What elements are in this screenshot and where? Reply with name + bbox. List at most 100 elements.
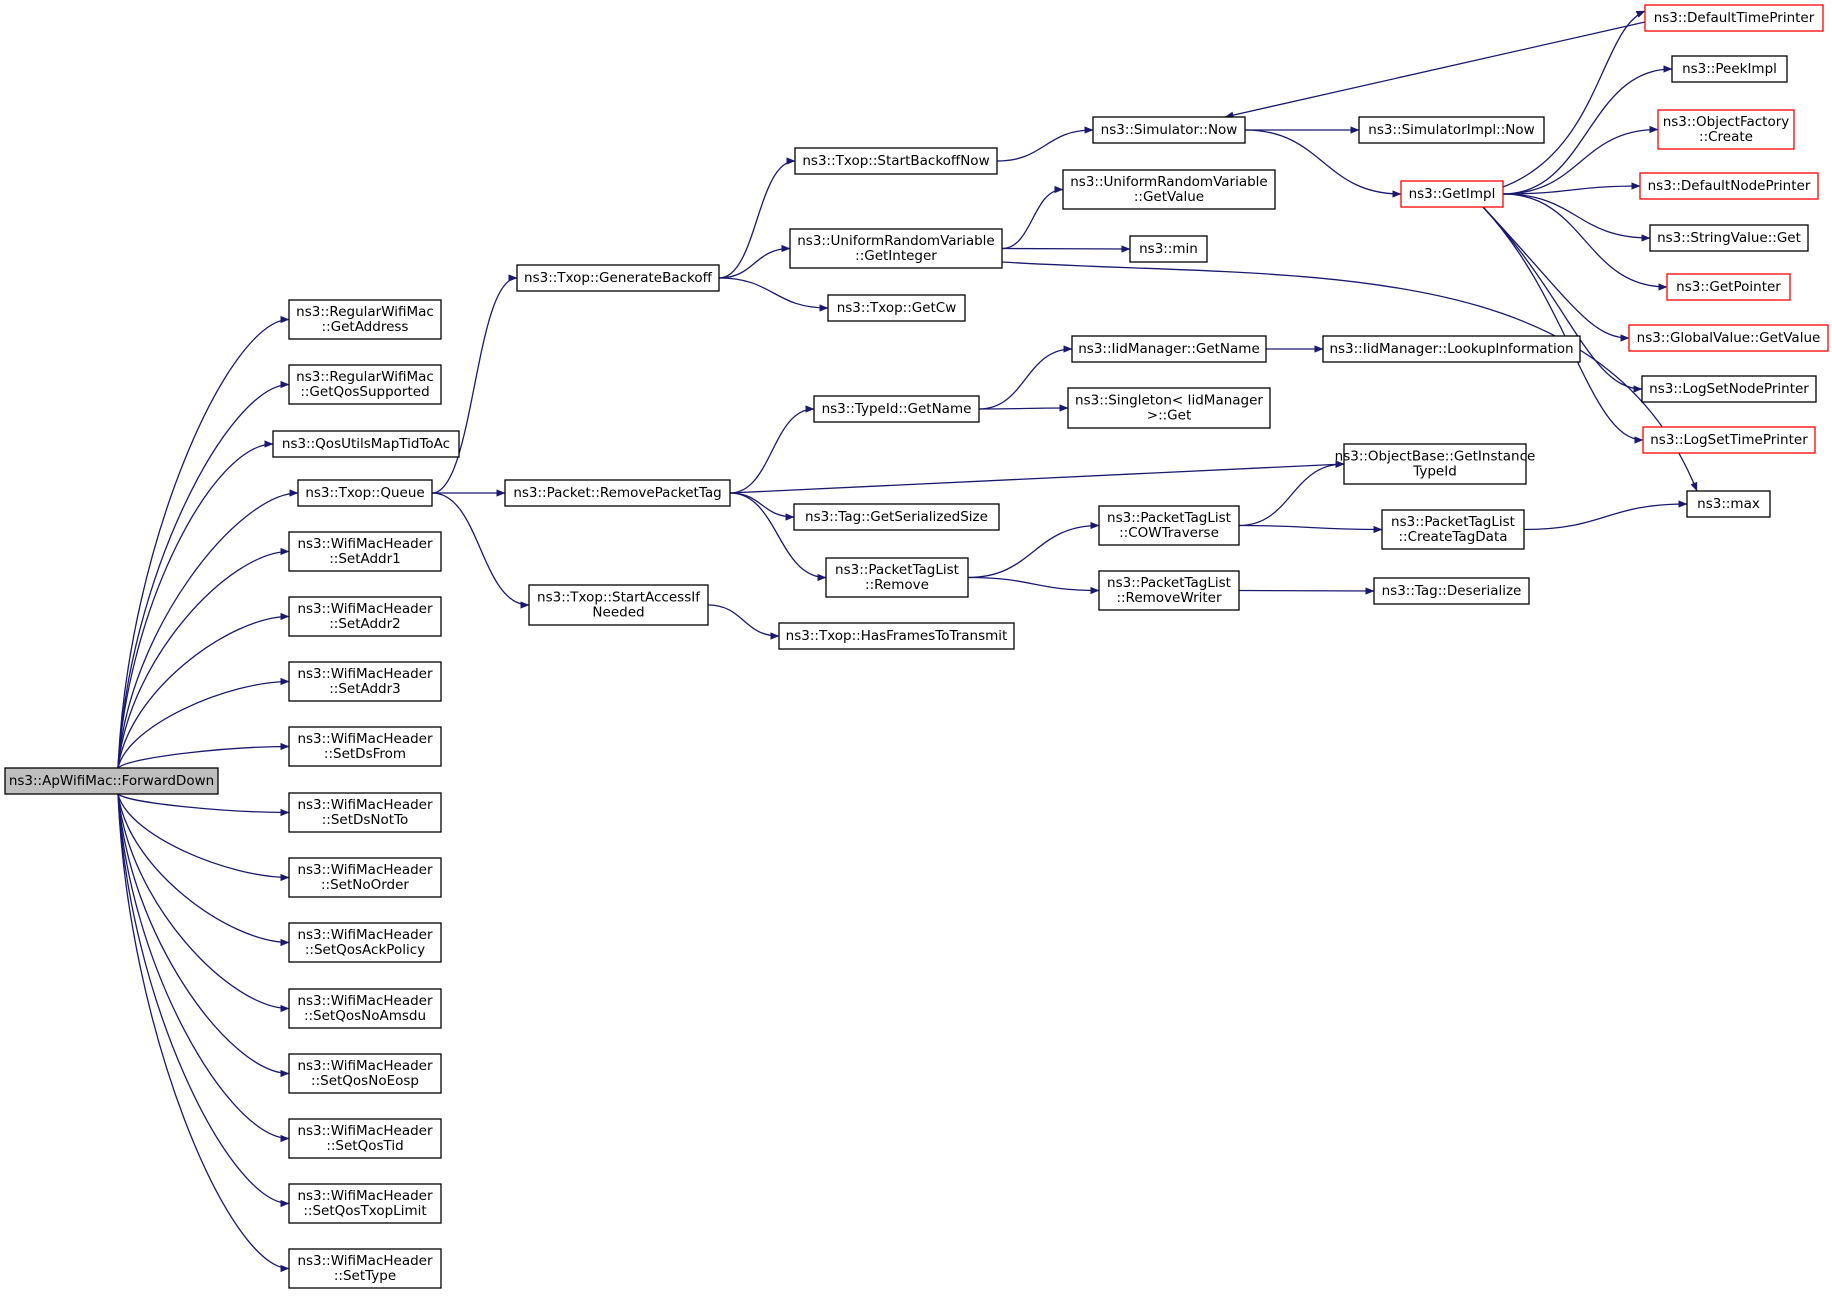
node-getimpl[interactable]: ns3::GetImpl	[1400, 180, 1504, 208]
node-box	[1062, 169, 1276, 210]
node-getinteger[interactable]: ns3::UniformRandomVariable::GetInteger	[789, 228, 1003, 269]
node-box	[825, 557, 969, 598]
node-removewriter[interactable]: ns3::PacketTagList::RemoveWriter	[1098, 570, 1240, 611]
node-setqostid[interactable]: ns3::WifiMacHeader::SetQosTid	[288, 1118, 442, 1159]
node-label: ns3::WifiMacHeader	[297, 1253, 433, 1269]
edge-root-to-setnoorder	[117, 793, 290, 882]
node-label: ns3::RegularWifiMac	[296, 304, 434, 320]
node-typeidgetname[interactable]: ns3::TypeId::GetName	[813, 395, 980, 423]
node-globalvaluegetvalue[interactable]: ns3::GlobalValue::GetValue	[1628, 324, 1829, 352]
node-root[interactable]: ns3::ApWifiMac::ForwardDown	[4, 767, 219, 795]
edge-removepackettag-to-taggetserializedsize	[729, 492, 795, 521]
node-stringvalueget[interactable]: ns3::StringValue::Get	[1649, 224, 1809, 252]
node-label: ns3::DefaultNodePrinter	[1648, 178, 1811, 194]
node-removepackettag[interactable]: ns3::Packet::RemovePacketTag	[504, 479, 731, 507]
node-startbackoffnow[interactable]: ns3::Txop::StartBackoffNow	[794, 147, 998, 175]
node-label: ns3::TypeId::GetName	[822, 401, 972, 417]
node-setdsnotto[interactable]: ns3::WifiMacHeader::SetDsNotTo	[288, 792, 442, 833]
node-max[interactable]: ns3::max	[1686, 490, 1771, 518]
node-box	[288, 1248, 442, 1289]
node-setaddr2[interactable]: ns3::WifiMacHeader::SetAddr2	[288, 596, 442, 637]
node-box	[288, 531, 442, 572]
edge-generatebackoff-to-getcw	[718, 277, 829, 312]
node-label: ns3::GetImpl	[1409, 186, 1496, 202]
node-taggetserializedsize[interactable]: ns3::Tag::GetSerializedSize	[793, 503, 1000, 531]
node-label: ::SetAddr2	[329, 616, 401, 632]
node-box	[1666, 273, 1791, 301]
edge-removepackettag-to-packettaglistremove	[729, 492, 827, 582]
node-lookupinformation[interactable]: ns3::IidManager::LookupInformation	[1322, 335, 1581, 363]
node-label: ns3::Tag::GetSerializedSize	[805, 509, 988, 525]
node-simulatornow[interactable]: ns3::Simulator::Now	[1092, 116, 1246, 144]
node-label: ns3::GlobalValue::GetValue	[1637, 330, 1821, 346]
node-label: ns3::LogSetTimePrinter	[1650, 432, 1808, 448]
node-box	[288, 1118, 442, 1159]
node-defaultnodeprinter[interactable]: ns3::DefaultNodePrinter	[1639, 172, 1819, 200]
node-label: ns3::UniformRandomVariable	[1070, 174, 1268, 190]
node-qosutils[interactable]: ns3::QosUtilsMapTidToAc	[272, 430, 460, 458]
node-label: ns3::UniformRandomVariable	[797, 233, 995, 249]
node-getaddress[interactable]: ns3::RegularWifiMac::GetAddress	[288, 299, 442, 340]
node-label: ns3::WifiMacHeader	[297, 797, 433, 813]
edge-typeidgetname-to-iidgetname	[978, 345, 1073, 410]
node-label: ns3::WifiMacHeader	[297, 666, 433, 682]
node-simulatorimplnow[interactable]: ns3::SimulatorImpl::Now	[1358, 116, 1545, 144]
node-label: ::SetQosNoEosp	[311, 1073, 419, 1089]
node-label: ::GetInteger	[855, 248, 937, 264]
edge-createtagdata-to-max	[1523, 500, 1688, 531]
node-label: ns3::max	[1697, 496, 1760, 512]
node-label: ns3::WifiMacHeader	[297, 601, 433, 617]
node-generatebackoff[interactable]: ns3::Txop::GenerateBackoff	[516, 264, 720, 292]
node-setqosackpolicy[interactable]: ns3::WifiMacHeader::SetQosAckPolicy	[288, 922, 442, 963]
edge-getinteger-to-min	[1001, 245, 1131, 253]
node-hasframestotransmit[interactable]: ns3::Txop::HasFramesToTransmit	[778, 622, 1015, 650]
node-label: ns3::IidManager::LookupInformation	[1329, 341, 1573, 357]
node-setqosnoeosp[interactable]: ns3::WifiMacHeader::SetQosNoEosp	[288, 1053, 442, 1094]
node-objectfactorycreate[interactable]: ns3::ObjectFactory::Create	[1657, 109, 1795, 150]
node-logsetnodeprinter[interactable]: ns3::LogSetNodePrinter	[1641, 375, 1817, 403]
node-label: ns3::DefaultTimePrinter	[1654, 10, 1815, 26]
node-tagdeserialize[interactable]: ns3::Tag::Deserialize	[1373, 577, 1530, 605]
edge-removewriter-to-tagdeserialize	[1238, 587, 1375, 595]
node-label: ns3::Txop::StartAccessIf	[537, 590, 701, 606]
node-label: ns3::WifiMacHeader	[297, 927, 433, 943]
node-box	[1642, 426, 1816, 454]
node-peekimpl[interactable]: ns3::PeekImpl	[1671, 55, 1788, 83]
node-label: ns3::StringValue::Get	[1657, 230, 1801, 246]
node-iidgetname[interactable]: ns3::IidManager::GetName	[1071, 335, 1267, 363]
node-box	[288, 922, 442, 963]
node-setnoorder[interactable]: ns3::WifiMacHeader::SetNoOrder	[288, 857, 442, 898]
node-cowtraverse[interactable]: ns3::PacketTagList::COWTraverse	[1098, 505, 1240, 546]
node-txopqueue[interactable]: ns3::Txop::Queue	[297, 479, 433, 507]
node-logsettimeprinter[interactable]: ns3::LogSetTimePrinter	[1642, 426, 1816, 454]
node-setaddr1[interactable]: ns3::WifiMacHeader::SetAddr1	[288, 531, 442, 572]
nodes-layer: ns3::ApWifiMac::ForwardDown ns3::RegularW…	[4, 4, 1829, 1289]
edge-generatebackoff-to-getinteger	[718, 244, 791, 279]
edge-simulatornow-to-getimpl	[1244, 129, 1402, 198]
node-getqossupported[interactable]: ns3::RegularWifiMac::GetQosSupported	[288, 364, 442, 405]
node-defaulttimeprinter[interactable]: ns3::DefaultTimePrinter	[1644, 4, 1824, 32]
node-settype[interactable]: ns3::WifiMacHeader::SetType	[288, 1248, 442, 1289]
node-setqostxoplimit[interactable]: ns3::WifiMacHeader::SetQosTxopLimit	[288, 1183, 442, 1224]
node-getpointer[interactable]: ns3::GetPointer	[1666, 273, 1791, 301]
edge-typeidgetname-to-singletonget	[978, 404, 1069, 412]
node-setqosnoamsdu[interactable]: ns3::WifiMacHeader::SetQosNoAmsdu	[288, 988, 442, 1029]
node-getcw[interactable]: ns3::Txop::GetCw	[827, 294, 966, 322]
edge-root-to-setaddr3	[117, 677, 290, 769]
node-label: ::SetAddr1	[329, 551, 401, 567]
node-label: ns3::Txop::Queue	[305, 485, 424, 501]
node-createtagdata[interactable]: ns3::PacketTagList::CreateTagData	[1381, 509, 1525, 550]
node-setdsfrom[interactable]: ns3::WifiMacHeader::SetDsFrom	[288, 726, 442, 767]
node-min[interactable]: ns3::min	[1129, 235, 1208, 263]
node-box	[1373, 577, 1530, 605]
node-label: ns3::WifiMacHeader	[297, 1123, 433, 1139]
node-singletonget[interactable]: ns3::Singleton< IidManager>::Get	[1067, 387, 1271, 429]
node-getvalue[interactable]: ns3::UniformRandomVariable::GetValue	[1062, 169, 1276, 210]
node-packettaglistremove[interactable]: ns3::PacketTagList::Remove	[825, 557, 969, 598]
edge-getinteger-to-getvalue	[1001, 185, 1064, 250]
node-label: ::SetQosAckPolicy	[305, 942, 425, 958]
edge-getimpl-to-logsetnodeprinter	[1482, 206, 1643, 393]
node-setaddr3[interactable]: ns3::WifiMacHeader::SetAddr3	[288, 661, 442, 702]
